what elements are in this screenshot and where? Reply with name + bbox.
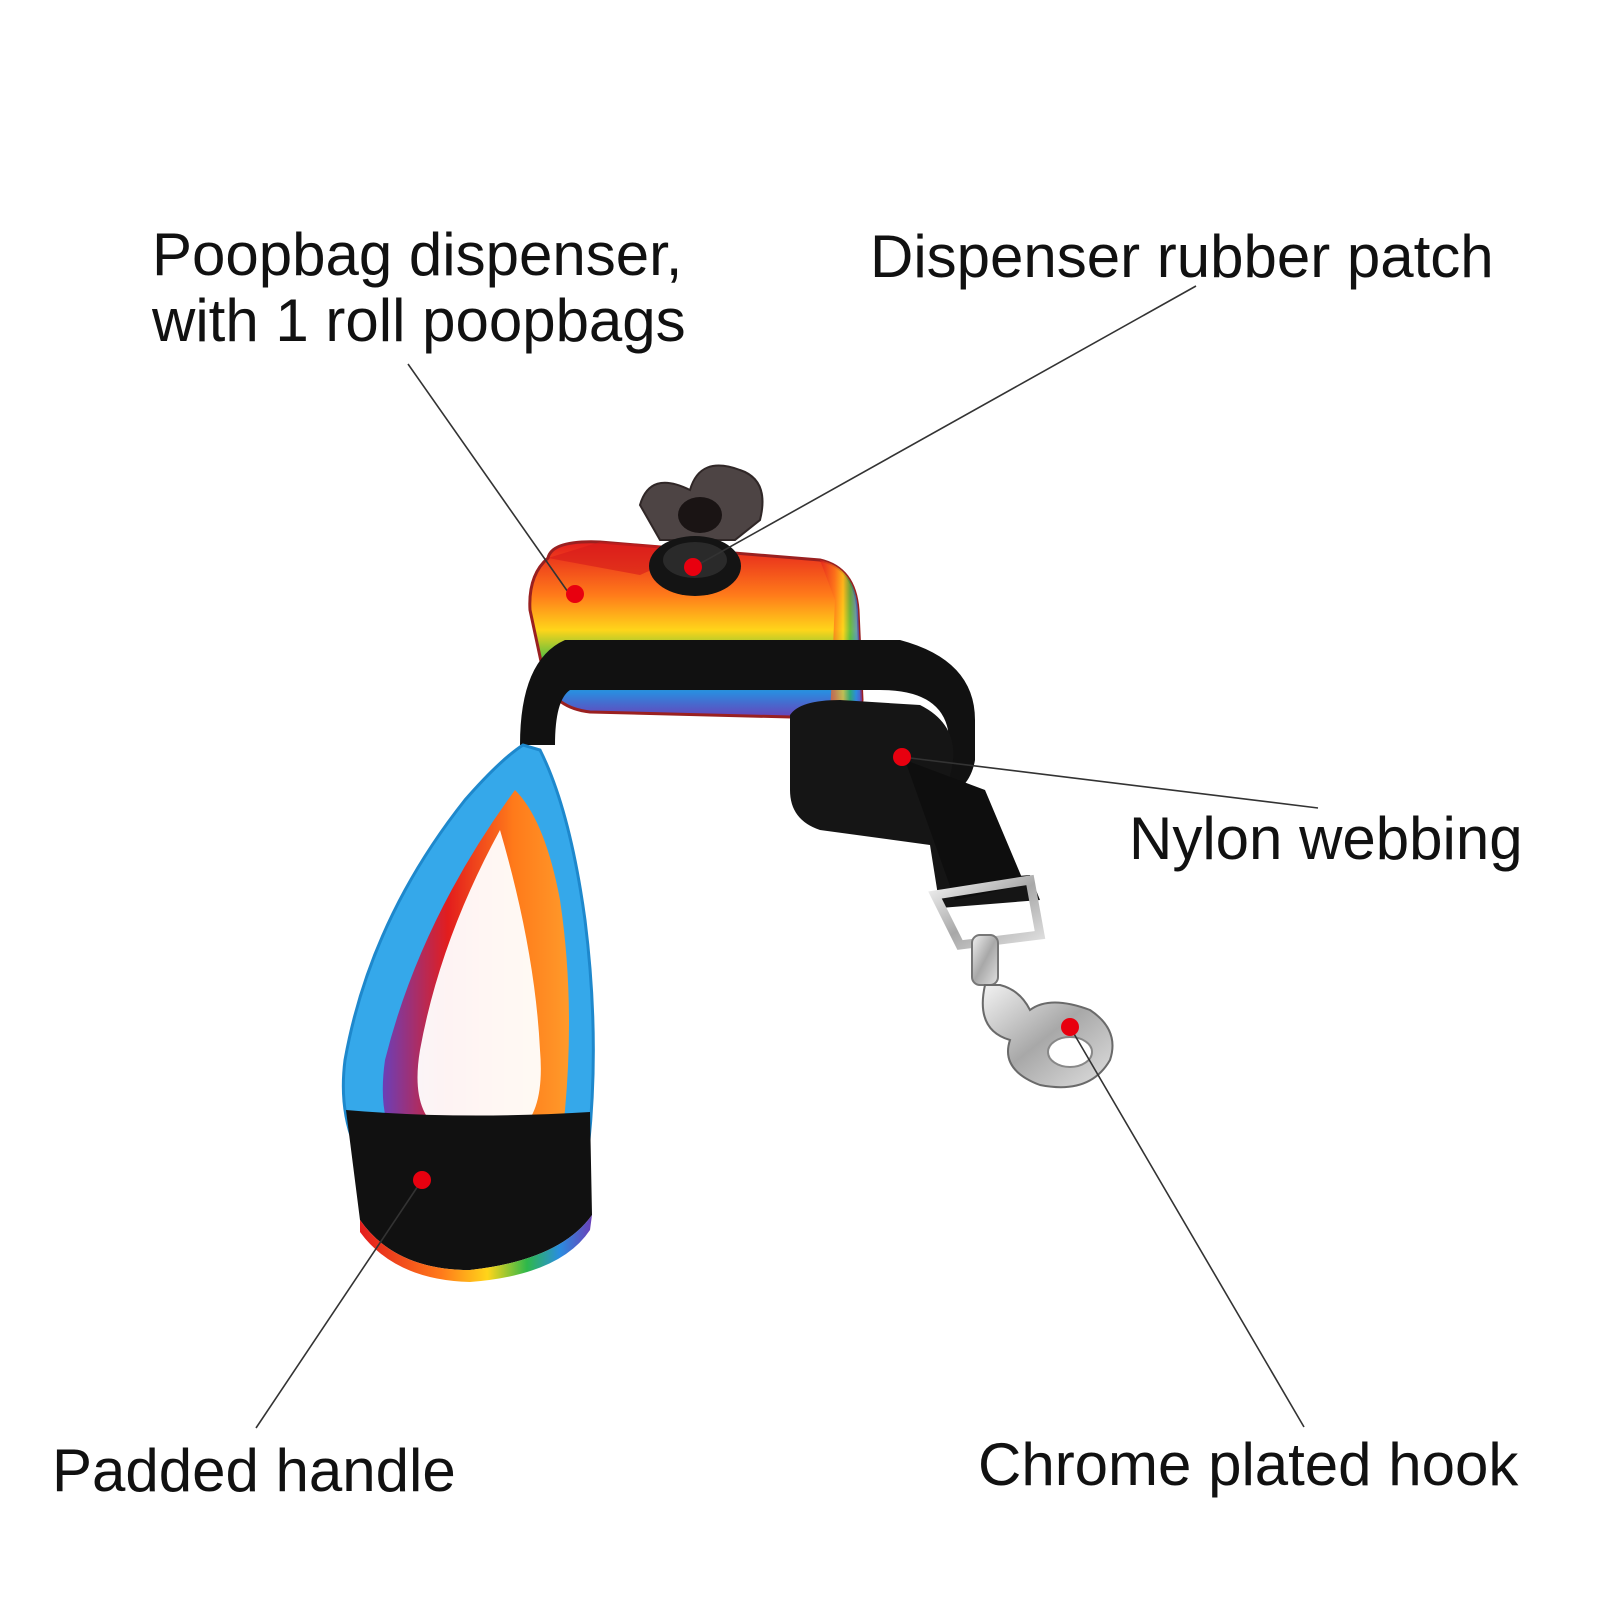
leader-line-nylon bbox=[901, 756, 1319, 809]
marker-nylon-webbing bbox=[893, 748, 911, 766]
label-nylon-webbing: Nylon webbing bbox=[1129, 805, 1523, 872]
poopbag-roll bbox=[638, 464, 764, 541]
leader-line-rubber-patch bbox=[693, 285, 1197, 568]
label-chrome-plated-hook: Chrome plated hook bbox=[978, 1431, 1519, 1498]
label-padded-handle: Padded handle bbox=[52, 1437, 456, 1504]
marker-rubber-patch bbox=[684, 558, 702, 576]
chrome-plated-hook bbox=[928, 874, 1114, 1089]
leader-line-hook bbox=[1069, 1026, 1305, 1428]
leader-line-dispenser bbox=[407, 363, 569, 593]
marker-dispenser bbox=[566, 585, 584, 603]
leader-lines bbox=[255, 285, 1319, 1429]
marker-chrome-hook bbox=[1061, 1018, 1079, 1036]
label-poopbag-dispenser-line1: Poopbag dispenser, bbox=[152, 221, 683, 288]
label-dispenser-rubber-patch: Dispenser rubber patch bbox=[870, 223, 1494, 290]
nylon-webbing-strap bbox=[520, 640, 1040, 908]
label-poopbag-dispenser-line2: with 1 roll poopbags bbox=[152, 287, 686, 354]
label-poopbag-dispenser: Poopbag dispenser, with 1 roll poopbags bbox=[152, 222, 686, 354]
markers bbox=[413, 558, 1079, 1189]
padded-handle bbox=[341, 743, 595, 1282]
leader-line-handle bbox=[255, 1179, 423, 1429]
marker-padded-handle bbox=[413, 1171, 431, 1189]
